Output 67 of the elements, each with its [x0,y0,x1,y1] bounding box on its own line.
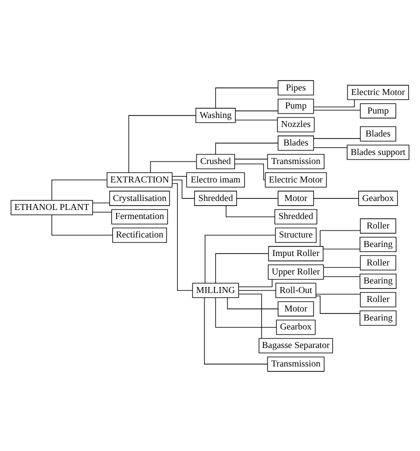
node-box: Roller [360,292,396,307]
node-box: MILLING [192,282,239,298]
node-box: Motor [278,190,314,206]
node-box: EXTRACTION [106,172,173,188]
node-box: Fermentation [111,208,168,224]
connector [227,296,278,309]
node-box: Transmission [267,356,324,372]
connector [215,252,269,284]
connector [172,182,193,290]
node-box: Nozzles [277,116,315,132]
connector [215,142,278,154]
connector [215,87,278,108]
connector [238,278,272,287]
node-box: Bearing [360,310,396,326]
node-box: Washing [196,107,236,123]
connector [128,114,196,172]
node-box: ETHANOL PLANT [10,200,93,215]
connector [150,160,197,172]
node-box: Blades support [346,144,410,160]
connector [313,109,361,110]
node-box: Crystallisation [109,190,170,206]
node-box: Imput Roller [268,246,324,261]
connector [322,248,360,249]
node-box: Pump [278,98,314,114]
connector [215,296,277,328]
node-box: Pump [360,102,396,118]
node-box: Bearing [360,236,396,252]
node-box: Shredded [194,190,237,206]
connector [313,98,355,107]
node-box: Electric Motor [347,84,409,100]
node-box: Electro imam [186,172,245,188]
node-box: Crushed [196,153,235,169]
node-box: Roll-Out [275,282,316,298]
node-box: Roller [360,218,396,234]
connector [234,163,266,180]
connector [316,293,360,294]
node-box: Roller [360,254,396,270]
node-box: Electric Motor [264,172,327,188]
connector [323,266,360,268]
node-box: Transmission [267,153,324,169]
node-box: Pipes [278,80,314,95]
connector [235,110,278,111]
connector [51,214,113,236]
connector [204,296,268,364]
connector [234,158,268,159]
connector [172,179,195,198]
node-box: Blades [360,126,396,141]
connector [313,146,348,148]
connector [226,204,276,217]
node-box: Rectification [112,227,167,242]
node-box: Shredded [274,208,318,224]
node-box: Upper Roller [268,264,324,280]
node-box: Bagasse Separator [258,338,333,353]
connector [238,293,262,338]
node-box: Structure [275,227,317,242]
connector [92,211,112,212]
connector [51,179,108,200]
connector [204,234,276,283]
connector [92,202,110,203]
node-box: Gearbox [358,190,398,206]
node-box: Blades [278,135,314,150]
connector [316,295,360,314]
connector [235,119,278,120]
node-box: Motor [278,300,314,316]
node-box: Bearing [360,273,396,288]
node-box: Gearbox [276,319,316,334]
connector [320,230,360,246]
